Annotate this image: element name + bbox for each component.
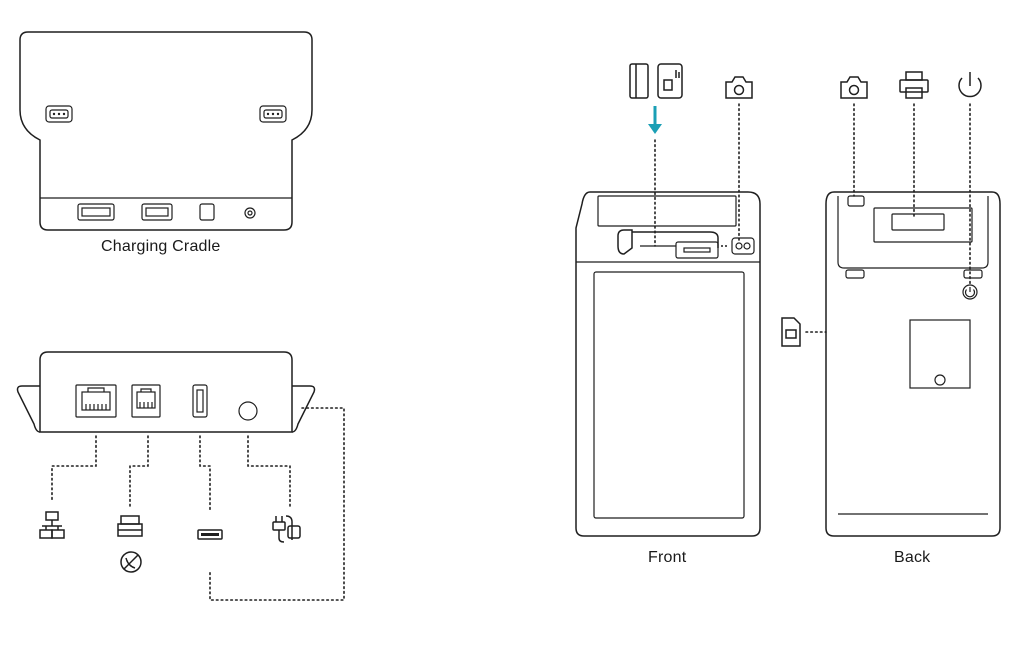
camera-icon-front [725, 76, 753, 99]
insert-arrow-icon [648, 106, 662, 134]
pogo-pin-right [259, 105, 287, 123]
power-icon [958, 72, 982, 98]
front-label: Front [648, 549, 687, 566]
terminal-back [825, 191, 1001, 537]
rj11-port [131, 384, 161, 418]
sim-card-icon [781, 317, 801, 347]
usb-icon [197, 529, 223, 540]
rj45-port [75, 384, 117, 418]
pogo-pin-left [45, 105, 73, 123]
cradle-label: Charging Cradle [101, 238, 221, 255]
camera-icon-back [840, 76, 868, 99]
charging-cradle-top [19, 31, 313, 231]
back-label: Back [894, 549, 931, 566]
printer-no-phone-icon [117, 515, 143, 573]
card-slot-icon [629, 63, 683, 99]
ethernet-icon [39, 511, 65, 539]
terminal-front [575, 191, 761, 537]
power-plug-icon [272, 515, 301, 543]
printer-icon [899, 71, 929, 99]
charging-cradle-rear [16, 351, 316, 433]
